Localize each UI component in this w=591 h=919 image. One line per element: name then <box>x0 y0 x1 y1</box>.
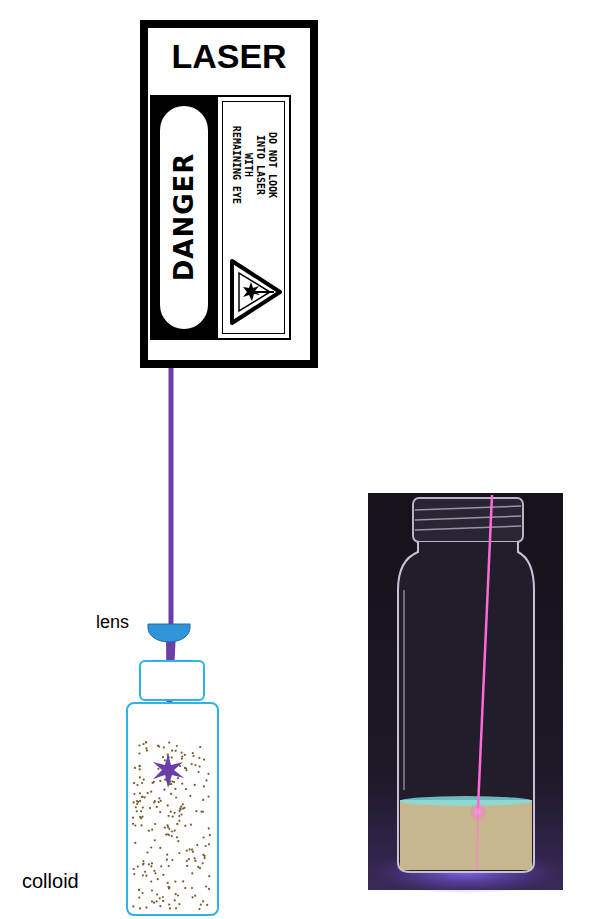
colloid-label: colloid <box>22 870 79 893</box>
danger-word: DANGER <box>169 153 199 282</box>
warning-wrapper: DO NOT LOOK INTO LASER WITH REMAINING EY… <box>224 115 284 215</box>
laser-warning-symbol <box>224 257 284 327</box>
lens-label: lens <box>96 612 129 633</box>
laser-box: LASER DANGER DO NOT LOOK INTO LASER WITH R… <box>140 20 318 368</box>
vial-body <box>127 703 218 915</box>
laser-beam <box>169 368 174 624</box>
vial-cap <box>140 661 204 700</box>
danger-wrapper: DANGER <box>164 117 204 317</box>
laser-title: LASER <box>148 36 310 76</box>
photograph <box>368 493 563 894</box>
colloid-particles <box>132 741 211 910</box>
warning-text: DO NOT LOOK INTO LASER WITH REMAINING EY… <box>230 123 278 207</box>
danger-sign: DANGER DO NOT LOOK INTO LASER WITH REMAIN… <box>150 95 291 340</box>
scatter-star <box>153 754 184 788</box>
lens-shape <box>148 624 190 642</box>
